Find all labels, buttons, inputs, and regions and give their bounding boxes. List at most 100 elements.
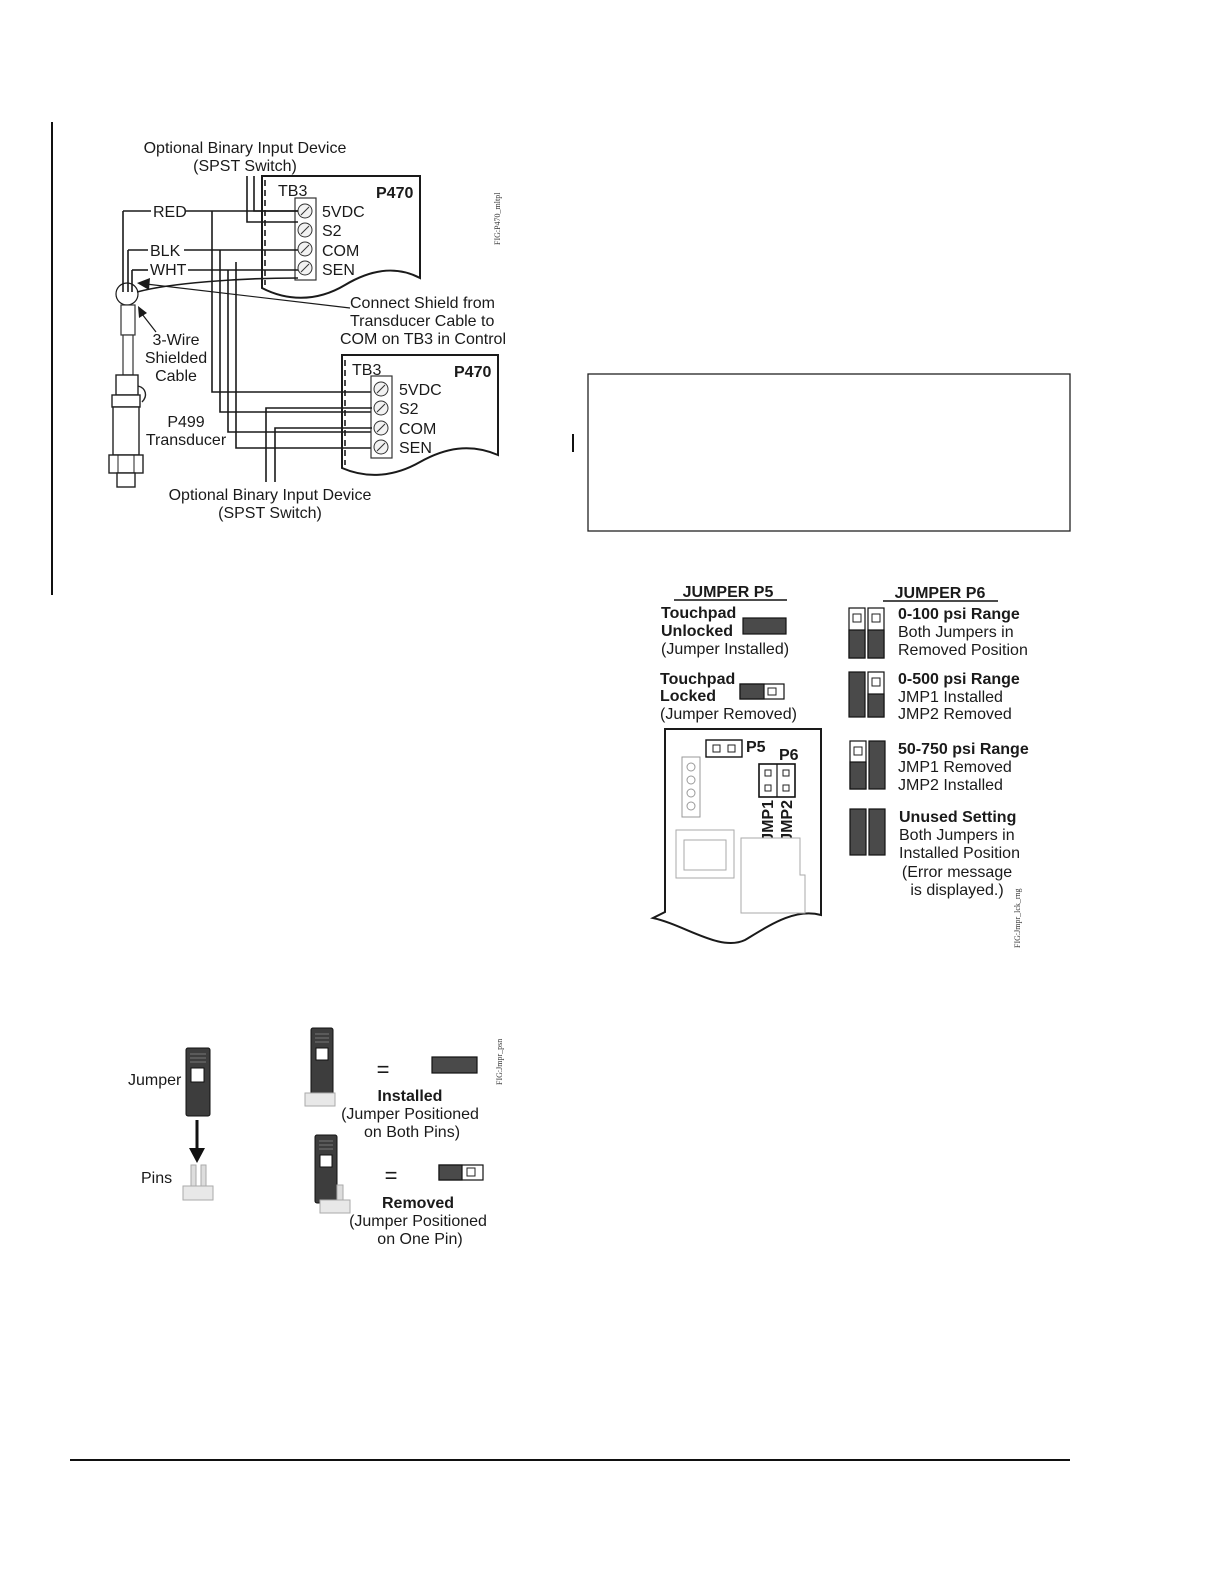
bottom-switch-lead-2: [274, 427, 372, 482]
shield-arrowhead: [137, 278, 150, 290]
p499-transducer-icon: [108, 374, 147, 488]
upper-terminal-sen: SEN: [322, 262, 355, 279]
jumper-position-diagram: Jumper Pins = Installed (Jumper Position: [128, 1027, 504, 1248]
lower-p470-board: [341, 354, 499, 476]
locked-label-1: Touchpad: [660, 671, 735, 688]
sen-branch: [235, 262, 372, 449]
unlocked-label-2: Unlocked: [661, 623, 733, 640]
lower-terminal-s2: S2: [399, 401, 419, 418]
p6-setting-2-title: 50-750 psi Range: [898, 741, 1029, 758]
installed-label-3: on Both Pins): [364, 1124, 460, 1141]
bottom-device-label-1: Optional Binary Input Device: [169, 487, 372, 504]
removed-equals: =: [385, 1163, 398, 1188]
removed-jumper-icon: [314, 1134, 351, 1214]
p6-title: JUMPER P6: [895, 585, 986, 602]
wire-label-red: RED: [153, 204, 187, 221]
cable-lower: [122, 334, 134, 376]
wiring-fig-id: FIG:P470_mltpl: [493, 192, 502, 245]
lower-tb3-label: TB3: [352, 362, 381, 379]
removed-label-3: on One Pin): [377, 1231, 462, 1248]
board-terminal-strip: [681, 756, 701, 818]
board-jmp2-label: JMP2: [779, 800, 796, 842]
red-branch: [211, 211, 372, 393]
p5-pin-2: [727, 744, 736, 753]
wire-label-wht: WHT: [150, 262, 187, 279]
p6-pin-4: [782, 784, 790, 792]
board-component-1-inner: [683, 839, 727, 871]
locked-label-3: (Jumper Removed): [660, 706, 797, 723]
p6-setting-2-line-1: JMP2 Installed: [898, 777, 1003, 794]
upper-p470-board: [261, 175, 421, 299]
cable-arrowhead: [138, 306, 147, 318]
jumper-label: Jumper: [128, 1072, 182, 1089]
lower-terminal-screws: [373, 381, 389, 455]
cable-label-1: 3-Wire: [152, 332, 199, 349]
p6-setting-3-line-2: (Error message: [902, 864, 1012, 881]
down-arrow-icon: [189, 1148, 205, 1163]
cable-label-arrow: [141, 313, 157, 333]
installed-jumper-icon: [304, 1027, 336, 1107]
transducer-label-2: Transducer: [146, 432, 227, 449]
board-p5-label: P5: [746, 739, 766, 756]
p6-setting-3-title: Unused Setting: [899, 809, 1016, 826]
wht-branch-guide: [227, 270, 372, 433]
p6-setting-1-line-1: JMP2 Removed: [898, 706, 1012, 723]
removed-label-1: Removed: [382, 1195, 454, 1212]
upper-terminal-com: COM: [322, 243, 359, 260]
upper-terminal-block: [294, 197, 317, 281]
p5-installed-icon: [742, 617, 787, 635]
p5-header: [705, 739, 743, 758]
p6-setting-1-title: 0-500 psi Range: [898, 671, 1020, 688]
p6-setting-0-icon: [848, 607, 885, 659]
empty-note-box: [587, 373, 1071, 532]
p5-pin-1: [712, 744, 721, 753]
board-p6-label: P6: [779, 747, 799, 764]
lower-terminal-sen: SEN: [399, 440, 432, 457]
p6-setting-3-line-3: is displayed.): [910, 882, 1003, 899]
cable-label-3: Cable: [155, 368, 197, 385]
shield-circle: [115, 282, 139, 306]
upper-terminal-s2: S2: [322, 223, 342, 240]
lower-p470-label: P470: [454, 364, 491, 381]
unlocked-label-1: Touchpad: [661, 605, 736, 622]
top-device-label-2: (SPST Switch): [193, 158, 297, 175]
board-jmp1-label: JMP1: [760, 800, 777, 842]
blk-branch: [219, 250, 372, 413]
transducer-label-1: P499: [167, 414, 204, 431]
upper-p470-label: P470: [376, 185, 413, 202]
upper-terminal-5vdc: 5VDC: [322, 204, 365, 221]
shield-note-2: Transducer Cable to: [350, 313, 494, 330]
p6-pin-3: [764, 784, 772, 792]
p5-removed-icon: [739, 683, 785, 700]
wiring-diagram: Optional Binary Input Device (SPST Switc…: [108, 140, 506, 522]
p6-setting-0-title: 0-100 psi Range: [898, 606, 1020, 623]
p6-setting-2-icon: [849, 740, 886, 790]
pins-label: Pins: [141, 1170, 172, 1187]
cable-label-2: Shielded: [145, 350, 207, 367]
shield-note-1: Connect Shield from: [350, 295, 495, 312]
unlocked-label-3: (Jumper Installed): [661, 641, 789, 658]
installed-symbol: [431, 1056, 478, 1074]
p6-setting-2-line-0: JMP1 Removed: [898, 759, 1012, 776]
shield-note-arrow: [145, 283, 351, 309]
locked-label-2: Locked: [660, 688, 716, 705]
p6-pin-1: [764, 769, 772, 777]
cable-jacket: [120, 304, 136, 336]
p6-setting-3-line-1: Installed Position: [899, 845, 1020, 862]
bottom-device-label-2: (SPST Switch): [218, 505, 322, 522]
p6-setting-0-line-0: Both Jumpers in: [898, 624, 1014, 641]
p6-setting-3-icon: [849, 808, 886, 856]
top-switch-lead-1: [246, 176, 298, 223]
p5-title: JUMPER P5: [683, 584, 774, 601]
p6-setting-1-icon: [848, 671, 885, 718]
control-board-outline: [650, 728, 822, 945]
shield-note-3: COM on TB3 in Control: [340, 331, 506, 348]
wire-label-blk: BLK: [150, 243, 181, 260]
removed-label-2: (Jumper Positioned: [349, 1213, 487, 1230]
lower-terminal-com: COM: [399, 421, 436, 438]
shield-lead: [136, 277, 299, 293]
upper-tb3-label: TB3: [278, 183, 307, 200]
pins-icon: [182, 1164, 214, 1201]
p6-setting-3-line-0: Both Jumpers in: [899, 827, 1015, 844]
